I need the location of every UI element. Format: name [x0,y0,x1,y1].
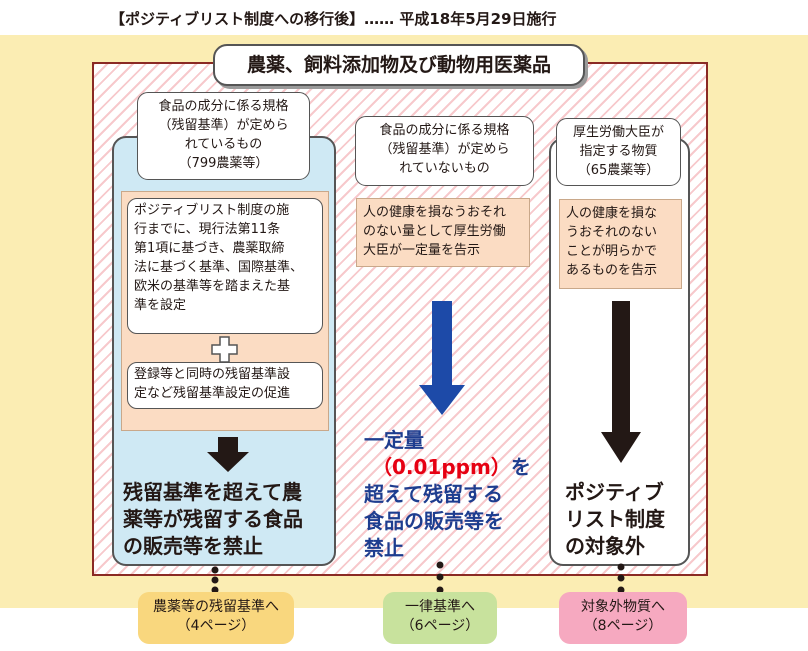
column3-box-notified: 人の健康を損な うおそれのない ことが明らかで あるものを告示 [559,199,682,289]
column3-box-line: 人の健康を損な [566,206,658,221]
link-exempt-substances[interactable]: 対象外物質へ （8ページ） [559,592,687,644]
column3-label-line: 厚生労働大臣が [572,125,664,140]
column2-label-line: れていないもの [399,161,490,176]
column3-result-line: リスト制度 [565,507,665,531]
column1-box1-line: 第1項に基づき、農薬取締 [134,241,285,256]
column3-result-line: ポジティブ [565,480,664,504]
column1-result-line: 残留基準を超えて農 [123,480,302,504]
plus-icon [211,336,238,363]
column3-label: 厚生労働大臣が 指定する物質 （65農薬等） [556,118,681,186]
link-uniform-limit[interactable]: 一律基準へ （6ページ） [383,592,497,644]
column2-result: 一定量 （0.01ppm）を 超えて残留する 食品の販売等を 禁止 [364,427,534,562]
column2-result-line: （0.01ppm）を [364,454,534,481]
column2-box-line: 大臣が一定量を告示 [363,243,481,258]
link-label: 一律基準へ [405,599,475,615]
column2-box-line: のない量として厚生労働 [363,224,506,239]
uniform-limit-amount: （0.01ppm） [372,455,511,479]
header-note: 【ポジティブリスト制度への移行後】…… 平成18年5月29日施行 [110,10,557,28]
column3-box-line: あるものを告示 [566,263,658,278]
column3-label-line: 指定する物質 [579,144,658,159]
column1-result-line: 薬等が残留する食品 [123,507,303,531]
link-page: （4ページ） [176,618,256,634]
column3-label-line: （65農薬等） [577,163,660,178]
column1-box1-line: 行までに、現行法第11条 [134,222,281,237]
column1-box1-line: 欧米の基準等を踏まえた基 [134,279,291,294]
column1-box-standards: ポジティブリスト制度の施 行までに、現行法第11条 第1項に基づき、農薬取締 法… [127,198,323,334]
arrow-down-icon [419,301,465,415]
column1-label-line: れているもの [184,137,263,152]
column2-box-uniform-limit: 人の健康を損なうおそれ のない量として厚生労働 大臣が一定量を告示 [356,198,530,267]
column3-result-line: の対象外 [565,534,645,558]
column1-result-line: の販売等を禁止 [123,534,263,558]
column1-box1-line: 準を設定 [134,298,187,313]
arrow-down-icon [207,437,249,472]
column1-box2-line: 定など残留基準設定の促進 [134,386,291,401]
column2-label-line: 食品の成分に係る規格 [379,123,510,138]
column1-box-promotion: 登録等と同時の残留基準設 定など残留基準設定の促進 [127,362,323,409]
column2-label: 食品の成分に係る規格 （残留基準）が定めら れていないもの [355,116,534,186]
column3-result: ポジティブ リスト制度 の対象外 [565,479,685,560]
column2-result-line: 食品の販売等を [364,509,504,533]
column2-box-line: 人の健康を損なうおそれ [363,205,507,220]
column1-box1-line: 法に基づく基準、国際基準、 [134,260,304,275]
connector-dots [211,561,625,594]
link-label: 対象外物質へ [581,599,665,615]
column1-result: 残留基準を超えて農 薬等が残留する食品 の販売等を禁止 [123,479,328,560]
column2-result-particle: を [510,455,531,479]
column1-box2-line: 登録等と同時の残留基準設 [134,367,291,382]
column3-box-line: ことが明らかで [566,244,658,259]
link-residue-standards[interactable]: 農薬等の残留基準へ （4ページ） [138,592,294,644]
link-page: （6ページ） [400,618,480,634]
column1-label-line: 食品の成分に係る規格 [158,99,289,114]
column2-result-line: 一定量 [364,428,424,452]
column1-label-line: （799農薬等） [178,156,269,171]
link-label: 農薬等の残留基準へ [153,599,279,615]
column2-label-line: （残留基準）が定めら [379,142,510,157]
column1-label-line: （残留基準）が定めら [158,118,289,133]
column3-box-line: うおそれのない [566,225,658,240]
column2-result-line: 禁止 [364,536,404,560]
column1-label: 食品の成分に係る規格 （残留基準）が定めら れているもの （799農薬等） [137,92,310,180]
column1-box1-line: ポジティブリスト制度の施 [134,203,290,218]
column2-result-line: 超えて残留する [364,482,503,506]
arrow-down-icon [601,301,641,463]
link-page: （8ページ） [583,618,663,634]
category-title: 農薬、飼料添加物及び動物用医薬品 [213,44,585,86]
